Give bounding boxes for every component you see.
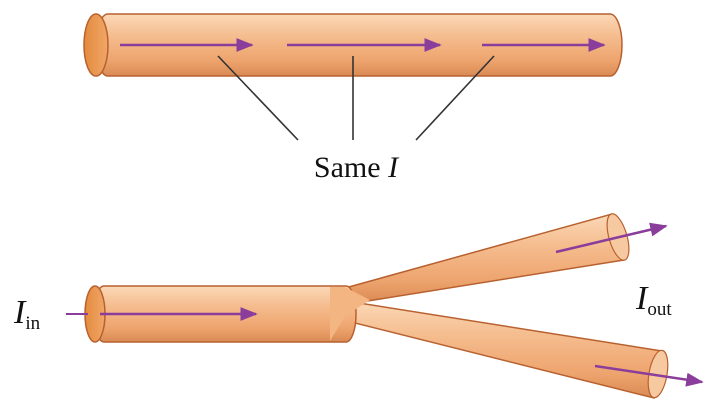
current-out-label: Iout <box>635 280 672 320</box>
current-in-label: Iin <box>13 294 41 334</box>
same-current-label: Same I <box>314 151 400 184</box>
top-wire-end-cap <box>84 14 108 76</box>
branching-wire <box>66 211 702 399</box>
lower-branch <box>335 300 662 398</box>
upper-branch <box>338 214 624 303</box>
